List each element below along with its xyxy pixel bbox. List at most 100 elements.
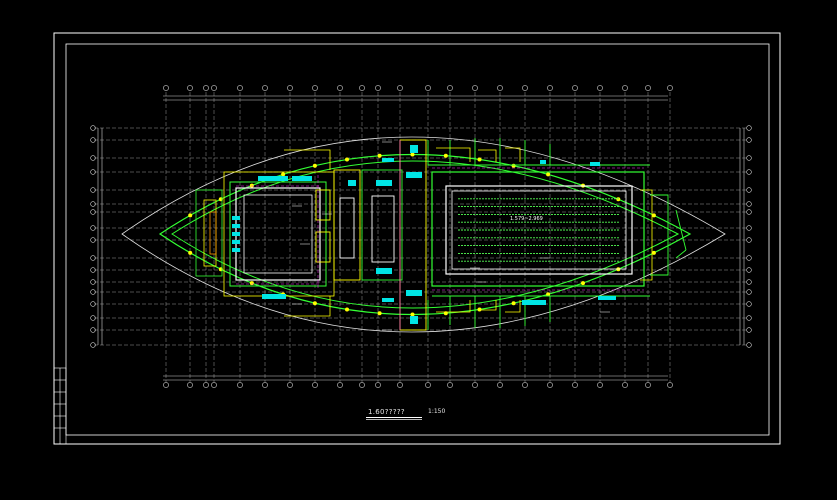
axis-bubble-top <box>397 85 403 91</box>
magenta-lines <box>236 167 644 291</box>
column-bottom <box>312 301 317 306</box>
axis-bubble-left <box>90 301 96 307</box>
column-bottom <box>546 292 551 297</box>
axis-bubble-bottom <box>572 382 578 388</box>
title-block <box>53 367 67 445</box>
axis-bubble-bottom <box>312 382 318 388</box>
axis-bubble-top <box>547 85 553 91</box>
axis-bubble-top <box>203 85 209 91</box>
axis-bubble-top <box>572 85 578 91</box>
sheet-inner-border <box>65 43 770 436</box>
column-bottom <box>249 281 254 286</box>
axis-bubble-bottom <box>262 382 268 388</box>
axis-bubble-bottom <box>547 382 553 388</box>
axis-bubble-bottom <box>622 382 628 388</box>
axis-bubbles <box>90 85 752 388</box>
axis-bubble-top <box>262 85 268 91</box>
axis-bubble-top <box>425 85 431 91</box>
axis-bubble-top <box>472 85 478 91</box>
axis-bubble-top <box>163 85 169 91</box>
axis-bubble-bottom <box>597 382 603 388</box>
yellow-room-walls <box>284 147 653 317</box>
axis-bubble-right <box>746 169 752 175</box>
axis-bubble-bottom <box>472 382 478 388</box>
column-bottom <box>410 312 415 317</box>
column-top <box>477 157 482 162</box>
axis-bubble-top <box>497 85 503 91</box>
column-top <box>410 152 415 157</box>
column-bottom <box>345 307 349 312</box>
axis-bubble-top <box>187 85 193 91</box>
axis-bubble-bottom <box>187 382 193 388</box>
axis-bubble-right <box>746 315 752 321</box>
axis-bubble-right <box>746 342 752 348</box>
pool-label: 1.579~2.969 <box>510 216 543 222</box>
axis-bubble-left <box>90 201 96 207</box>
axis-bubble-bottom <box>337 382 343 388</box>
drawing-title: 1.60????? <box>368 408 405 416</box>
dimension-lines <box>97 95 745 381</box>
axis-bubble-left <box>90 155 96 161</box>
axis-bubble-top <box>597 85 603 91</box>
column-bottom <box>651 250 656 255</box>
axis-bubble-bottom <box>645 382 651 388</box>
axis-bubble-right <box>746 267 752 273</box>
axis-bubble-bottom <box>497 382 503 388</box>
column-top <box>249 183 254 188</box>
axis-bubble-top <box>645 85 651 91</box>
axis-bubble-left <box>90 187 96 193</box>
axis-bubble-top <box>312 85 318 91</box>
title-underline <box>366 417 422 418</box>
cyan-fixtures-right <box>382 145 616 324</box>
column-top <box>312 163 317 168</box>
sheet-outer-border <box>53 32 781 445</box>
axis-bubble-top <box>622 85 628 91</box>
axis-bubble-top <box>237 85 243 91</box>
axis-bubble-bottom <box>375 382 381 388</box>
column-bottom <box>581 281 585 286</box>
axis-bubble-top <box>359 85 365 91</box>
axis-bubble-right <box>746 255 752 261</box>
axis-bubble-right <box>746 289 752 295</box>
natatorium <box>431 171 645 287</box>
axis-bubble-bottom <box>287 382 293 388</box>
axis-bubble-right <box>746 279 752 285</box>
axis-bubble-top <box>667 85 673 91</box>
axis-bubble-left <box>90 342 96 348</box>
right-end <box>650 194 687 276</box>
axis-bubble-top <box>447 85 453 91</box>
axis-bubble-left <box>90 327 96 333</box>
axis-bubble-bottom <box>203 382 209 388</box>
axis-bubble-top <box>522 85 528 91</box>
axis-bubble-bottom <box>359 382 365 388</box>
axis-bubble-left <box>90 255 96 261</box>
axis-bubble-left <box>90 169 96 175</box>
column-top <box>546 172 551 177</box>
title-underline-secondary <box>366 419 422 420</box>
axis-bubble-left <box>90 267 96 273</box>
axis-bubble-left <box>90 209 96 215</box>
axis-bubble-top <box>375 85 381 91</box>
axis-bubble-top <box>287 85 293 91</box>
column-bottom <box>511 301 516 306</box>
axis-bubble-bottom <box>447 382 453 388</box>
rooms-top-right <box>427 138 650 330</box>
building-outline <box>121 136 726 333</box>
axis-bubble-right <box>746 225 752 231</box>
axis-bubble-right <box>746 137 752 143</box>
column-top <box>281 172 286 177</box>
column-top <box>443 153 448 158</box>
cyan-stairs-center <box>348 172 422 296</box>
cyan-fixtures-left <box>232 176 312 299</box>
axis-bubble-right <box>746 201 752 207</box>
axis-bubble-left <box>90 237 96 243</box>
left-entrance <box>195 189 223 277</box>
annotation-marks <box>292 141 610 331</box>
axis-bubble-bottom <box>667 382 673 388</box>
axis-bubble-right <box>746 237 752 243</box>
drawing-scale: 1:150 <box>428 408 446 415</box>
axis-bubble-right <box>746 155 752 161</box>
column-top <box>377 153 382 158</box>
central-core <box>315 139 427 331</box>
